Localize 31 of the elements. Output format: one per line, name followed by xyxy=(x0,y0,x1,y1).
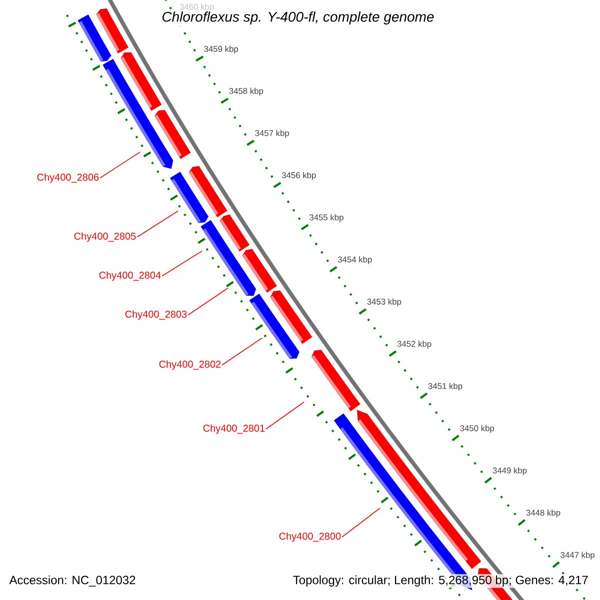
leader-line xyxy=(162,250,202,276)
title: Chloroflexus sp. Y-400-fl, complete genome xyxy=(160,10,436,26)
tick-label: 3454 kbp xyxy=(338,256,372,264)
accession-text: Accession: NC_012032 xyxy=(9,575,136,587)
gene-label: Chy400_2802 xyxy=(159,360,221,370)
gene-label: Chy400_2804 xyxy=(99,271,161,281)
leader-line xyxy=(188,288,228,316)
tick-label: 3455 kbp xyxy=(309,214,344,222)
tick-label: 3459 kbp xyxy=(204,46,238,54)
leader-line xyxy=(100,152,140,178)
gene-label: Chy400_2805 xyxy=(74,232,136,242)
tick-label: 3458 kbp xyxy=(229,88,264,96)
gene-label: Chy400_2806 xyxy=(37,173,99,183)
gene-label: Chy400_2801 xyxy=(203,424,265,434)
gene-label: Chy400_2803 xyxy=(125,310,187,320)
tick-label: 3451 kbp xyxy=(428,382,462,391)
tick-label: 3450 kbp xyxy=(460,425,494,433)
gene-label: Chy400_2800 xyxy=(279,532,341,542)
tick-label: 3448 kbp xyxy=(526,510,560,518)
leader-line xyxy=(266,402,304,430)
leader-line xyxy=(342,508,380,538)
tick-label: 3449 kbp xyxy=(492,467,527,476)
leader-line xyxy=(136,210,178,238)
tick-label: 3452 kbp xyxy=(397,340,432,348)
leader-line xyxy=(222,338,262,366)
tick-label: 3457 kbp xyxy=(255,130,290,138)
tick-label: 3460 kbp xyxy=(180,4,214,12)
tick-label: 3447 kbp xyxy=(560,552,595,560)
tick-label: 3453 kbp xyxy=(367,298,402,306)
genome-info-text: Topology: circular; Length: 5,268,950 bp; Genes: 4,217 xyxy=(292,574,590,588)
tick-label: 3456 kbp xyxy=(282,172,316,180)
